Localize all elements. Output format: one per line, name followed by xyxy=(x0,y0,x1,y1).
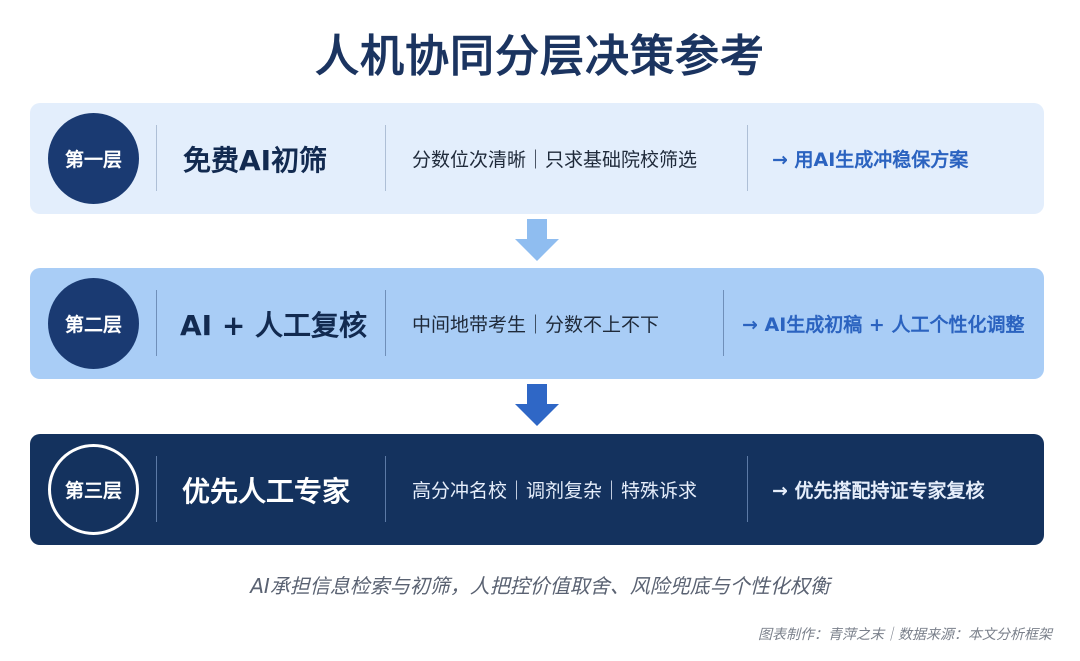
divider xyxy=(156,290,157,356)
divider xyxy=(747,456,748,522)
layer-1-card: 第一层 免费AI初筛 分数位次清晰｜只求基础院校筛选 → 用AI生成冲稳保方案 xyxy=(30,103,1044,214)
layer-2-action: → AI生成初稿 + 人工个性化调整 xyxy=(742,314,1025,336)
page-title: 人机协同分层决策参考 xyxy=(315,31,765,82)
layer-3-name: 优先人工专家 xyxy=(182,474,351,508)
layer-1-name: 免费AI初筛 xyxy=(183,143,328,177)
divider xyxy=(156,456,157,522)
layer-2-name: AI + 人工复核 xyxy=(180,308,368,342)
layer-3-description: 高分冲名校｜调剂复杂｜特殊诉求 xyxy=(412,480,698,502)
layer-3-action: → 优先搭配持证专家复核 xyxy=(772,480,985,502)
divider xyxy=(385,125,386,191)
layer-1-description: 分数位次清晰｜只求基础院校筛选 xyxy=(412,149,698,171)
layer-1-action: → 用AI生成冲稳保方案 xyxy=(772,149,969,171)
divider xyxy=(156,125,157,191)
divider xyxy=(385,290,386,356)
divider xyxy=(747,125,748,191)
layer-1-badge: 第一层 xyxy=(48,113,139,204)
caption: AI承担信息检索与初筛，人把控价值取舍、风险兜底与个性化权衡 xyxy=(250,574,830,598)
layer-2-badge: 第二层 xyxy=(48,278,139,369)
down-arrow-icon xyxy=(515,219,559,261)
layer-3-badge: 第三层 xyxy=(48,444,139,535)
down-arrow-icon xyxy=(515,384,559,426)
divider xyxy=(385,456,386,522)
layer-2-card: 第二层 AI + 人工复核 中间地带考生｜分数不上不下 → AI生成初稿 + 人… xyxy=(30,268,1044,379)
layer-2-description: 中间地带考生｜分数不上不下 xyxy=(412,314,660,336)
source-credit: 图表制作：青萍之末｜数据来源：本文分析框架 xyxy=(758,627,1052,643)
divider xyxy=(723,290,724,356)
layer-3-card: 第三层 优先人工专家 高分冲名校｜调剂复杂｜特殊诉求 → 优先搭配持证专家复核 xyxy=(30,434,1044,545)
